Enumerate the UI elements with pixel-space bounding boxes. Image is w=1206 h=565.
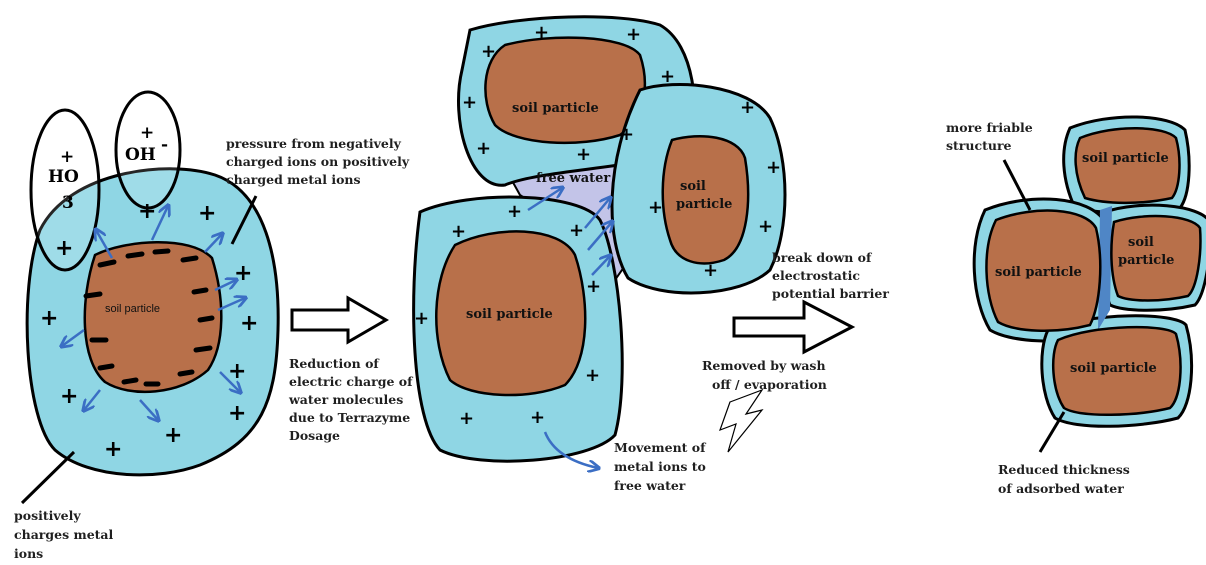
svg-text:+: +	[234, 261, 252, 286]
soil-particle-top-label: soil particle	[512, 101, 599, 116]
svg-text:+: +	[228, 401, 246, 426]
svg-text:+: +	[703, 260, 718, 281]
svg-text:+: +	[586, 276, 601, 297]
svg-text:+: +	[451, 221, 466, 242]
svg-text:+: +	[507, 201, 522, 222]
svg-text:+: +	[626, 24, 641, 45]
svg-text:+: +	[766, 157, 781, 178]
metal-ions-label: positively charges metal ions	[14, 508, 118, 561]
svg-text:+: +	[576, 144, 591, 165]
soil-particle-s3-bottom-label: soil particle	[1070, 361, 1157, 376]
svg-text:+: +	[138, 199, 156, 224]
friable-label: more friable structure	[946, 120, 1037, 153]
metal-ions-pointer	[22, 452, 74, 503]
barrier-label: break down of electrostatic potential ba…	[772, 250, 889, 301]
movement-label: Movement of metal ions to free water	[614, 440, 710, 493]
svg-text:+: +	[414, 308, 429, 329]
svg-text:+: +	[459, 408, 474, 429]
stage3-final-state: soil particle soil particle soil particl…	[946, 117, 1206, 496]
svg-text:+: +	[462, 92, 477, 113]
svg-text:+: +	[55, 236, 73, 261]
svg-text:+: +	[476, 138, 491, 159]
ho3-subscript: 3	[62, 193, 74, 213]
transition1: Reduction of electric charge of water mo…	[288, 298, 417, 443]
free-water-label: free water	[536, 171, 610, 186]
oh-superscript: -	[161, 135, 168, 155]
svg-text:+: +	[164, 423, 182, 448]
svg-text:+: +	[569, 220, 584, 241]
svg-text:+: +	[530, 407, 545, 428]
process-arrow-1	[292, 298, 386, 342]
soil-particle-s3-top-label: soil particle	[1082, 151, 1169, 166]
svg-text:+: +	[240, 311, 258, 336]
evaporation-zigzag-icon	[720, 390, 762, 452]
pressure-label: pressure from negatively charged ions on…	[226, 136, 413, 187]
thickness-label: Reduced thickness of adsorbed water	[998, 462, 1134, 496]
ho3-label: HO	[48, 167, 79, 187]
svg-text:+: +	[40, 306, 58, 331]
oh-label: OH	[125, 145, 156, 165]
svg-text:+: +	[619, 124, 634, 145]
svg-text:+: +	[534, 22, 549, 43]
svg-text:+: +	[660, 66, 675, 87]
svg-text:+: +	[198, 201, 216, 226]
svg-text:+: +	[481, 41, 496, 62]
svg-text:+: +	[60, 384, 78, 409]
soil-particle-1-label: soil particle	[105, 303, 160, 315]
oh-plus: +	[140, 123, 154, 143]
svg-text:+: +	[585, 365, 600, 386]
removed-label: Removed by wash off / evaporation	[702, 358, 830, 392]
ho3-plus: +	[60, 147, 74, 167]
soil-particle-bottom-label: soil particle	[466, 307, 553, 322]
svg-text:+: +	[740, 97, 755, 118]
thickness-pointer	[1040, 412, 1064, 452]
soil-particle-s3-left-label: soil particle	[995, 265, 1082, 280]
svg-text:+: +	[758, 216, 773, 237]
svg-text:+: +	[228, 359, 246, 384]
reduction-label: Reduction of electric charge of water mo…	[288, 356, 417, 443]
svg-text:+: +	[104, 437, 122, 462]
svg-text:+: +	[648, 197, 663, 218]
process-arrow-2	[734, 302, 852, 352]
